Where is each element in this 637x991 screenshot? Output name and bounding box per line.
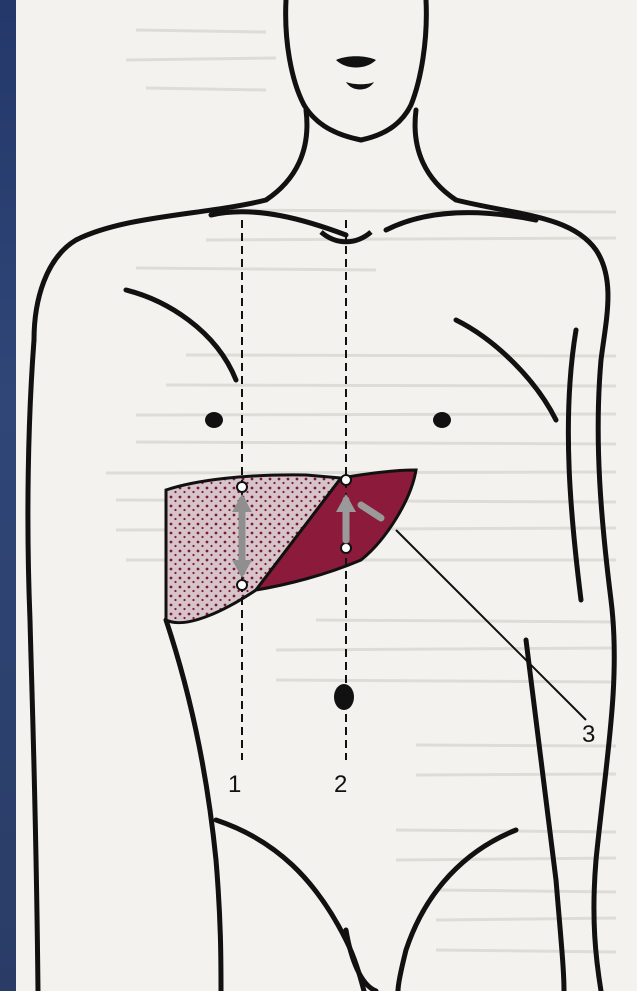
navel xyxy=(334,684,354,710)
anatomy-diagram: 1 2 3 xyxy=(16,0,637,991)
face-details xyxy=(336,56,376,89)
label-line-3: 3 xyxy=(582,721,595,748)
illustration-plate: 1 2 3 xyxy=(16,0,637,991)
left-nipple xyxy=(205,412,223,428)
right-nipple xyxy=(433,412,451,428)
label-line-1: 1 xyxy=(228,771,241,798)
label-line-2: 2 xyxy=(334,771,347,798)
